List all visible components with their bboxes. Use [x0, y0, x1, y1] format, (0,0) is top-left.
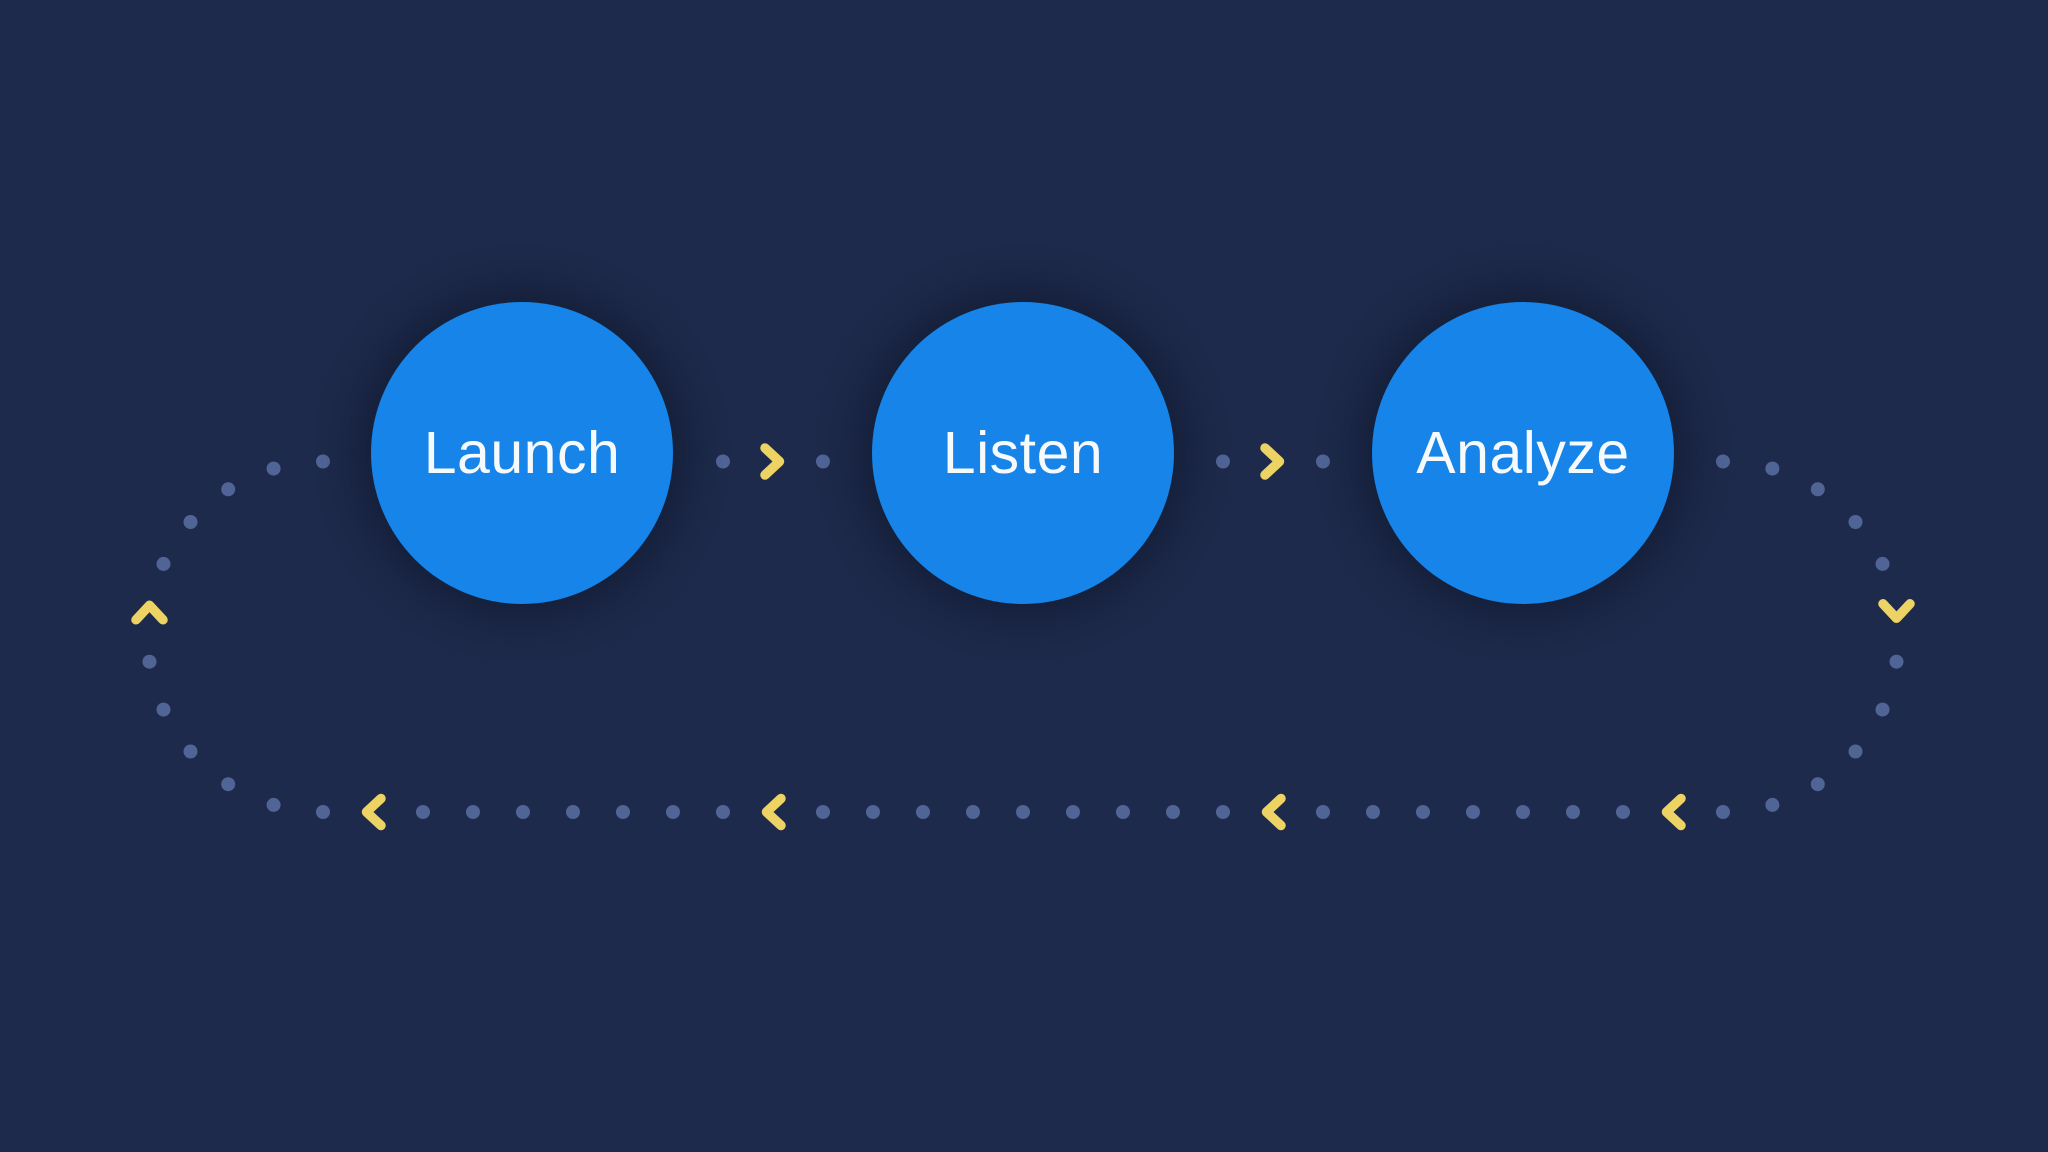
node-analyze-label: Analyze	[1416, 419, 1630, 486]
loop-dot	[1466, 805, 1480, 819]
loop-dot	[1116, 805, 1130, 819]
loop-dot	[183, 515, 198, 529]
loop-dot	[966, 805, 980, 819]
loop-dot	[266, 797, 281, 812]
loop-dot	[1016, 805, 1030, 819]
loop-dot	[1765, 461, 1780, 476]
chevron-icon	[1260, 443, 1285, 480]
loop-dot	[316, 454, 330, 469]
loop-dot	[266, 461, 281, 476]
loop-dot	[866, 805, 880, 819]
chevron-icon	[1261, 793, 1286, 831]
loop-dot	[1765, 797, 1780, 812]
loop-dot	[1166, 805, 1180, 819]
loop-dot	[156, 702, 171, 717]
loop-dot	[716, 805, 730, 819]
loop-dot	[1716, 454, 1730, 469]
loop-dot	[221, 777, 236, 792]
loop-chevrons	[131, 443, 1915, 831]
loop-dot	[566, 805, 580, 819]
loop-dot	[1848, 744, 1863, 759]
loop-dot	[316, 805, 330, 819]
loop-dot	[1716, 805, 1730, 819]
loop-dot	[916, 805, 930, 819]
loop-dot	[616, 805, 630, 819]
loop-dot	[816, 805, 830, 819]
loop-dot	[1516, 805, 1530, 819]
node-launch: Launch	[371, 302, 673, 604]
node-launch-label: Launch	[423, 419, 621, 486]
loop-dot	[516, 805, 530, 819]
loop-dot	[716, 454, 730, 469]
chevron-icon	[361, 793, 386, 831]
loop-dot	[1616, 805, 1630, 819]
loop-dot	[156, 556, 171, 571]
loop-dot	[1316, 454, 1330, 469]
loop-dot	[1810, 482, 1825, 497]
loop-dot	[816, 454, 830, 469]
loop-dot	[666, 805, 680, 819]
loop-dot	[1889, 654, 1904, 669]
loop-dot	[1366, 805, 1380, 819]
loop-dot	[1066, 805, 1080, 819]
chevron-icon	[760, 443, 785, 480]
loop-dot	[1566, 805, 1580, 819]
loop-dot	[1216, 805, 1230, 819]
loop-dot	[142, 654, 157, 669]
loop-dot	[1316, 805, 1330, 819]
node-listen: Listen	[872, 302, 1174, 604]
loop-dot	[183, 744, 198, 759]
chevron-icon	[1661, 793, 1686, 831]
loop-dot	[1216, 454, 1230, 469]
chevron-icon	[761, 793, 786, 831]
loop-dot	[1810, 777, 1825, 792]
loop-dot	[221, 482, 236, 497]
node-analyze: Analyze	[1372, 302, 1674, 604]
loop-dot	[466, 805, 480, 819]
loop-dots	[142, 454, 1904, 819]
loop-dot	[416, 805, 430, 819]
node-listen-label: Listen	[942, 419, 1104, 486]
loop-dot	[1416, 805, 1430, 819]
loop-dot	[1875, 556, 1890, 571]
loop-dot	[1875, 702, 1890, 717]
chevron-icon	[131, 600, 168, 625]
loop-dot	[1848, 515, 1863, 529]
chevron-icon	[1878, 599, 1915, 624]
